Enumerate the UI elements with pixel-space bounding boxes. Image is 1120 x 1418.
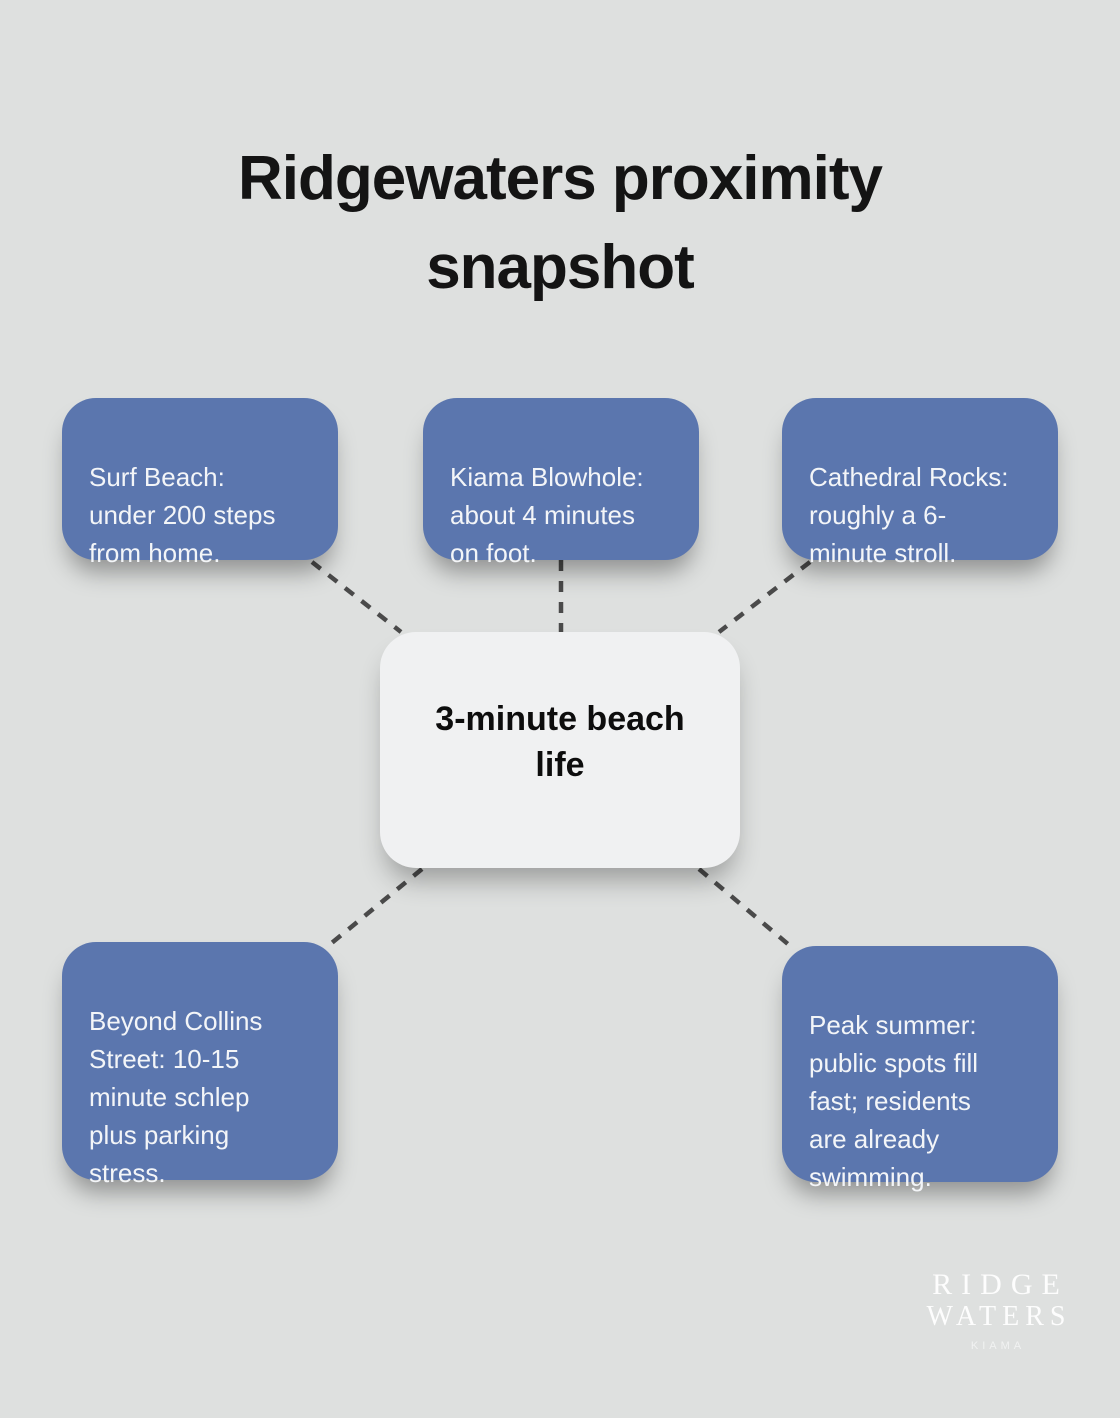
logo-brand-top: RIDGE — [932, 1268, 1069, 1301]
connector-beyond-collins — [326, 867, 424, 948]
logo-location: KIAMA — [970, 1340, 1026, 1353]
ridgewaters-logo: RIDGE WATERS KIAMA — [898, 1268, 1094, 1352]
node-beyond-collins: Beyond Collins Street: 10-15 minute schl… — [62, 942, 338, 1188]
node-kiama-blowhole: Kiama Blowhole: about 4 minutes on foot. — [423, 398, 699, 568]
node-peak-summer: Peak summer: public spots fill fast; res… — [782, 946, 1058, 1192]
connector-peak-summer — [697, 867, 797, 952]
page-title: Ridgewaters proximity snapshot — [238, 143, 883, 302]
node-cathedral-rocks-label: Cathedral Rocks: roughly a 6- minute str… — [809, 461, 1009, 568]
node-kiama-blowhole-label: Kiama Blowhole: about 4 minutes on foot. — [450, 461, 644, 568]
center-node-beach-life: 3-minute beach life — [380, 632, 740, 868]
node-surf-beach: Surf Beach: under 200 steps from home. — [62, 398, 338, 568]
node-cathedral-rocks: Cathedral Rocks: roughly a 6- minute str… — [782, 398, 1058, 568]
node-beyond-collins-label: Beyond Collins Street: 10-15 minute schl… — [89, 1005, 263, 1188]
node-surf-beach-label: Surf Beach: under 200 steps from home. — [89, 461, 276, 568]
node-peak-summer-label: Peak summer: public spots fill fast; res… — [809, 1009, 979, 1192]
connector-surf-beach — [310, 560, 403, 634]
logo-brand-bottom: WATERS — [926, 1301, 1072, 1332]
connector-cathedral-rocks — [717, 560, 812, 634]
center-node-label: 3-minute beach life — [435, 700, 685, 784]
